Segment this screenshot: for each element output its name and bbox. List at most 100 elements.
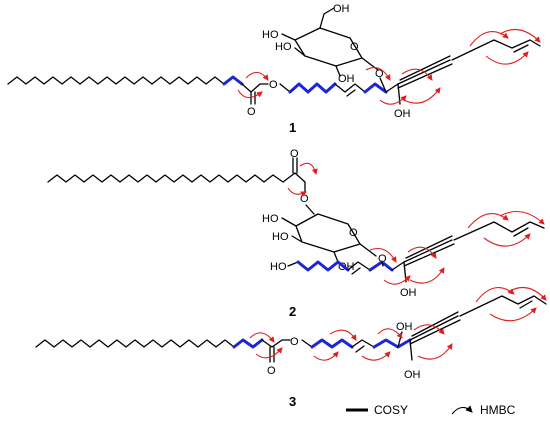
cosy-bond xyxy=(368,260,394,272)
hmbc-arrow xyxy=(489,307,537,322)
chain-bond xyxy=(347,261,371,271)
hmbc-arrow xyxy=(417,343,453,360)
hydroxyl-label: HO xyxy=(272,231,289,243)
cosy-bond xyxy=(296,260,350,272)
carbonyl-oxygen-label: O xyxy=(247,106,256,118)
chain-bond xyxy=(301,339,313,348)
hmbc-arrow xyxy=(237,89,263,99)
cosy-bond xyxy=(288,82,337,94)
cosy-bond xyxy=(363,82,388,94)
ring-oxygen-label: O xyxy=(350,41,359,53)
alkyne-bond xyxy=(409,315,459,341)
alkyne-bond xyxy=(451,39,495,61)
hmbc-arrow xyxy=(365,67,391,81)
hmbc-arrow xyxy=(329,329,357,341)
compound-2: O O HO HO OH O O HO OH xyxy=(47,148,545,319)
alkyne-bond xyxy=(399,55,451,81)
legend-hmbc-label: HMBC xyxy=(480,403,516,417)
alkyne-bond xyxy=(411,311,459,337)
carbonyl-oxygen-label: O xyxy=(267,365,276,377)
sugar-bond xyxy=(281,217,297,227)
cosy-bond xyxy=(372,338,412,349)
sugar-bond xyxy=(305,204,315,215)
alkyne-bond xyxy=(459,295,503,317)
hmbc-arrow xyxy=(413,324,445,335)
cosy-bond xyxy=(232,338,264,349)
ester-link xyxy=(282,172,306,193)
ring-oxygen-label: O xyxy=(349,227,358,239)
glycosidic-oxygen-label: O xyxy=(378,253,387,265)
cosy-bond xyxy=(222,75,244,86)
alkyne-bond xyxy=(403,239,453,263)
hmbc-arrow xyxy=(409,267,445,284)
hmbc-arrow xyxy=(407,246,437,259)
cosy-bond xyxy=(310,338,354,349)
hydroxyl-label: OH xyxy=(394,108,411,120)
hydroxyl-label: HO xyxy=(262,29,279,41)
compound-number: 1 xyxy=(289,120,296,135)
ester-oxygen-label: O xyxy=(300,193,309,205)
legend-cosy-label: COSY xyxy=(374,403,408,417)
chain-bond xyxy=(279,83,291,93)
hydroxyl-label: OH xyxy=(404,369,421,381)
alkyne-bond xyxy=(405,235,453,259)
alkene-double-bond xyxy=(355,345,365,353)
alkene-double-bond xyxy=(519,300,533,309)
hmbc-arrow xyxy=(361,351,391,361)
sugar-bond xyxy=(333,251,339,263)
hmbc-arrow xyxy=(485,51,529,65)
sugar-bond xyxy=(323,7,335,15)
hmbc-arrow xyxy=(245,71,269,81)
terminal-chain xyxy=(493,221,545,233)
alkyne-bond xyxy=(397,63,453,89)
hmbc-arrow xyxy=(483,233,531,247)
anomeric-bond xyxy=(359,243,377,257)
fatty-acyl-chain xyxy=(7,76,225,85)
hmbc-arrow xyxy=(507,286,547,301)
terminal-chain xyxy=(501,295,547,305)
sugar-bond xyxy=(335,65,341,77)
sugar-bond xyxy=(291,235,303,243)
alkene-double-bond xyxy=(513,227,529,237)
chain-bond xyxy=(391,261,405,271)
hydroxyl-label: OH xyxy=(396,321,413,333)
hmbc-arrow xyxy=(499,28,541,43)
hydroxyl-label: OH xyxy=(338,73,355,85)
sugar-bond xyxy=(281,33,296,41)
fatty-acyl-chain xyxy=(47,174,284,183)
chain-bond xyxy=(334,83,366,93)
hmbc-arrow xyxy=(403,87,441,104)
sugar-bond xyxy=(319,13,325,29)
hydroxyl-label: OH xyxy=(333,3,350,15)
fatty-acyl-chain xyxy=(35,339,235,348)
hmbc-arrow xyxy=(255,347,283,359)
alkyne-bond xyxy=(409,319,461,345)
compound-number: 2 xyxy=(289,304,296,319)
hmbc-arrow xyxy=(401,68,433,81)
hmbc-arrow xyxy=(475,287,515,303)
terminal-chain xyxy=(493,39,541,49)
carbonyl-oxygen-label: O xyxy=(290,148,299,160)
hmbc-arrow xyxy=(249,332,275,343)
hmbc-arrow xyxy=(287,187,307,197)
glycosidic-bond xyxy=(379,77,387,93)
alkyne-bond xyxy=(453,221,495,241)
glycosidic-oxygen-label: O xyxy=(375,68,384,80)
hmbc-arrow xyxy=(499,210,545,225)
hydroxyl-label: OH xyxy=(400,287,417,299)
hmbc-arrow xyxy=(379,95,407,105)
hydroxyl-label: HO xyxy=(275,41,292,53)
hmbc-arrow xyxy=(469,31,509,47)
alkene-double-bond xyxy=(351,267,361,275)
glycosidic-bond xyxy=(381,261,384,267)
hmbc-arrow xyxy=(467,213,509,229)
compound-1: O O O OH OH HO HO OH O xyxy=(7,3,541,135)
compound-3: O O OH OH 3 xyxy=(35,286,547,409)
compound-number: 3 xyxy=(289,394,296,409)
chain-bond xyxy=(287,261,299,267)
ester-link xyxy=(261,339,291,348)
hmbc-arrow xyxy=(369,247,397,263)
chain-bond xyxy=(351,339,375,348)
ester-oxygen-label: O xyxy=(290,336,299,348)
